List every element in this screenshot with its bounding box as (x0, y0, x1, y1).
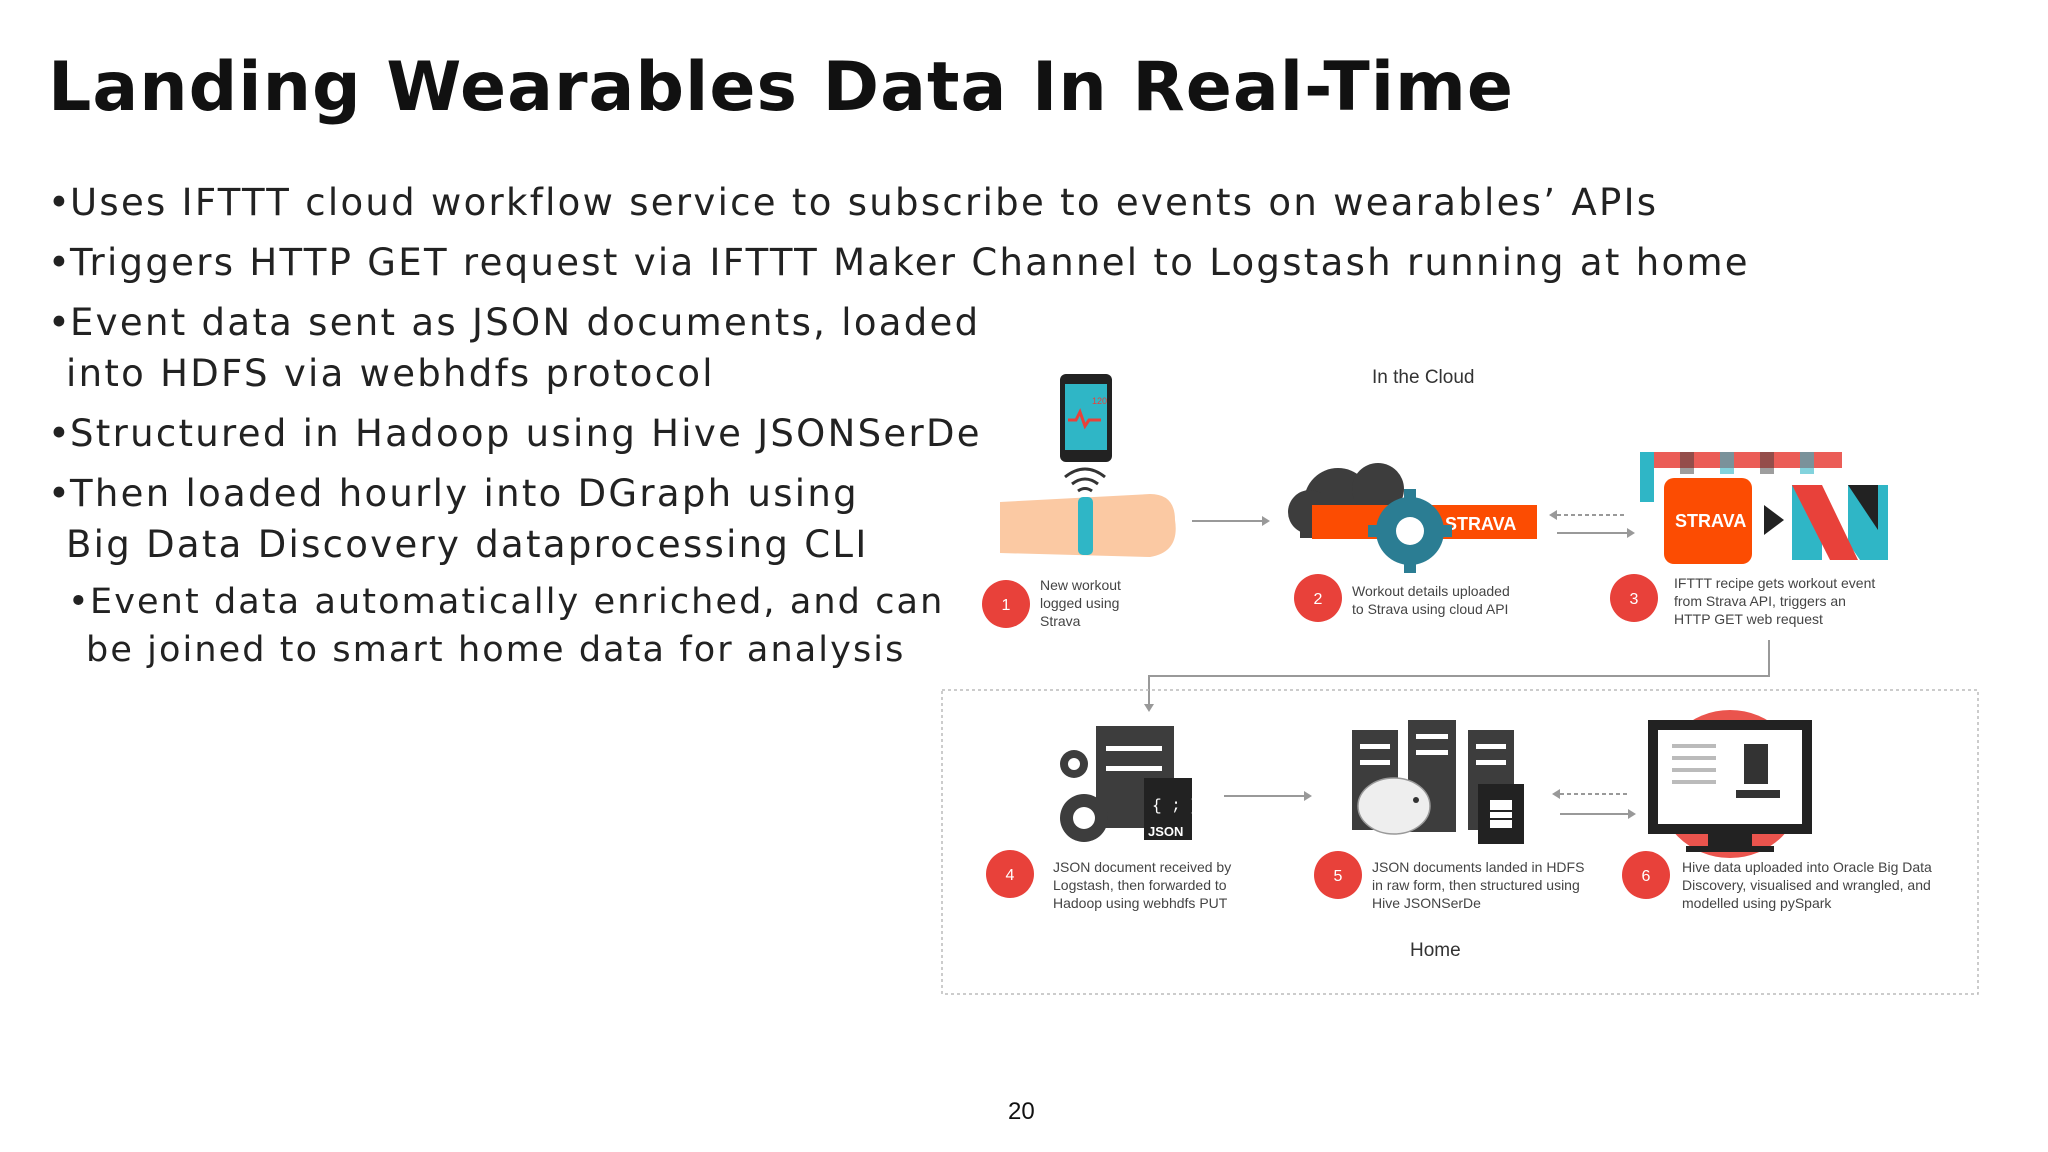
svg-text:4: 4 (1006, 867, 1015, 884)
strava-label: STRAVA (1445, 514, 1516, 534)
svg-text:Strava: Strava (1040, 613, 1081, 629)
bullet-text: Big Data Discovery dataprocessing CLI (66, 523, 869, 566)
hadoop-elephant-icon (1357, 777, 1431, 835)
bullet-text: Triggers HTTP GET request via IFTTT Make… (70, 241, 1750, 284)
step-2: 2 Workout details uploaded to Strava usi… (1294, 574, 1510, 622)
bullet-http-get: •Triggers HTTP GET request via IFTTT Mak… (48, 237, 1750, 288)
strava-app-label: STRAVA (1675, 511, 1746, 531)
bullet-text: Event data automatically enriched, and c… (90, 582, 945, 622)
bullet-text: Then loaded hourly into DGraph using (70, 472, 859, 515)
bullet-dot: • (48, 472, 73, 515)
svg-text:modelled using pySpark: modelled using pySpark (1682, 895, 1832, 911)
step-4: 4 JSON document received by Logstash, th… (986, 850, 1231, 911)
data-file-icon (1478, 784, 1524, 844)
svg-text:1: 1 (1002, 597, 1011, 614)
svg-text:Discovery, visualised and wran: Discovery, visualised and wrangled, and (1682, 877, 1931, 893)
bullet-hive: •Structured in Hadoop using Hive JSONSer… (48, 408, 982, 459)
bullet-dot: • (48, 301, 73, 344)
svg-text:6: 6 (1642, 868, 1651, 885)
svg-text:from Strava API, triggers an: from Strava API, triggers an (1674, 593, 1846, 609)
bullet-dgraph-cont: Big Data Discovery dataprocessing CLI (66, 519, 869, 570)
bullet-dot: • (68, 582, 91, 622)
svg-text:New workout: New workout (1040, 577, 1121, 593)
bullet-text: Structured in Hadoop using Hive JSONSerD… (70, 412, 982, 455)
bullet-ifttt: •Uses IFTTT cloud workflow service to su… (48, 177, 1658, 228)
svg-text:2: 2 (1314, 591, 1323, 608)
step-3: 3 IFTTT recipe gets workout event from S… (1610, 574, 1875, 627)
bullet-dot: • (48, 181, 73, 224)
home-label: Home (1410, 940, 1461, 961)
json-file-icon: { ; } JSON (1144, 778, 1200, 840)
big-data-discovery-monitor-icon (1648, 710, 1812, 858)
wrist-fitness-band-icon (1000, 494, 1176, 557)
json-badge: { ; } (1152, 797, 1200, 815)
svg-text:Hive JSONSerDe: Hive JSONSerDe (1372, 895, 1481, 911)
home-boundary (941, 689, 1979, 995)
gears-icon (1060, 750, 1108, 842)
step-4-badge (986, 850, 1034, 898)
step-5: 5 JSON documents landed in HDFS in raw f… (1314, 851, 1584, 911)
sub-bullet-enriched-cont: be joined to smart home data for analysi… (86, 625, 905, 676)
svg-text:Logstash, then forwarded to: Logstash, then forwarded to (1053, 877, 1227, 893)
wireless-signal-icon (1064, 467, 1106, 493)
bullet-dot: • (48, 241, 73, 284)
step-2-badge (1294, 574, 1342, 622)
ifttt-pattern-icon (1640, 452, 1842, 502)
sub-bullet-enriched: •Event data automatically enriched, and … (68, 577, 944, 628)
svg-text:3: 3 (1630, 591, 1639, 608)
svg-text:5: 5 (1334, 868, 1343, 885)
slide-title: Landing Wearables Data In Real-Time (48, 48, 1514, 127)
step-3-badge (1610, 574, 1658, 622)
bullet-dgraph: •Then loaded hourly into DGraph using (48, 468, 859, 519)
svg-text:Workout details uploaded: Workout details uploaded (1352, 583, 1510, 599)
svg-text:IFTTT recipe gets workout even: IFTTT recipe gets workout event (1674, 575, 1875, 591)
page-number: 20 (1008, 1098, 1035, 1125)
bullet-text: into HDFS via webhdfs protocol (66, 352, 715, 395)
svg-text:Hadoop using webhdfs PUT: Hadoop using webhdfs PUT (1053, 895, 1228, 911)
svg-text:in raw form, then structured u: in raw form, then structured using (1372, 877, 1580, 893)
svg-text:JSON documents landed in HDFS: JSON documents landed in HDFS (1372, 859, 1584, 875)
svg-text:to Strava using cloud API: to Strava using cloud API (1352, 601, 1508, 617)
step-5-badge (1314, 851, 1362, 899)
bullet-text: Uses IFTTT cloud workflow service to sub… (70, 181, 1659, 224)
step-6-badge (1622, 851, 1670, 899)
bullet-json-docs: •Event data sent as JSON documents, load… (48, 297, 980, 348)
cloud-label: In the Cloud (1372, 367, 1474, 388)
maker-channel-logo-icon (1792, 485, 1888, 560)
svg-text:JSON document received by: JSON document received by (1053, 859, 1231, 875)
svg-text:logged using: logged using (1040, 595, 1119, 611)
play-triangle-icon (1764, 505, 1784, 535)
bullet-json-docs-cont: into HDFS via webhdfs protocol (66, 348, 715, 399)
step-6: 6 Hive data uploaded into Oracle Big Dat… (1622, 851, 1932, 911)
json-label: JSON (1148, 824, 1183, 839)
bullet-text: Event data sent as JSON documents, loade… (70, 301, 981, 344)
svg-text:Hive data uploaded into Oracle: Hive data uploaded into Oracle Big Data (1682, 859, 1932, 875)
smartphone-icon: 120 (1060, 374, 1112, 462)
heart-rate-value: 120 (1092, 396, 1107, 406)
step-1-badge (982, 580, 1030, 628)
bullet-dot: • (48, 412, 73, 455)
cloud-to-home-connector (1148, 640, 1770, 704)
gear-icon (1368, 489, 1452, 573)
step-1: 1 New workout logged using Strava (982, 577, 1121, 629)
strava-app-icon: STRAVA (1664, 478, 1752, 564)
svg-text:HTTP GET web request: HTTP GET web request (1674, 611, 1823, 627)
bullet-text: be joined to smart home data for analysi… (86, 630, 906, 670)
